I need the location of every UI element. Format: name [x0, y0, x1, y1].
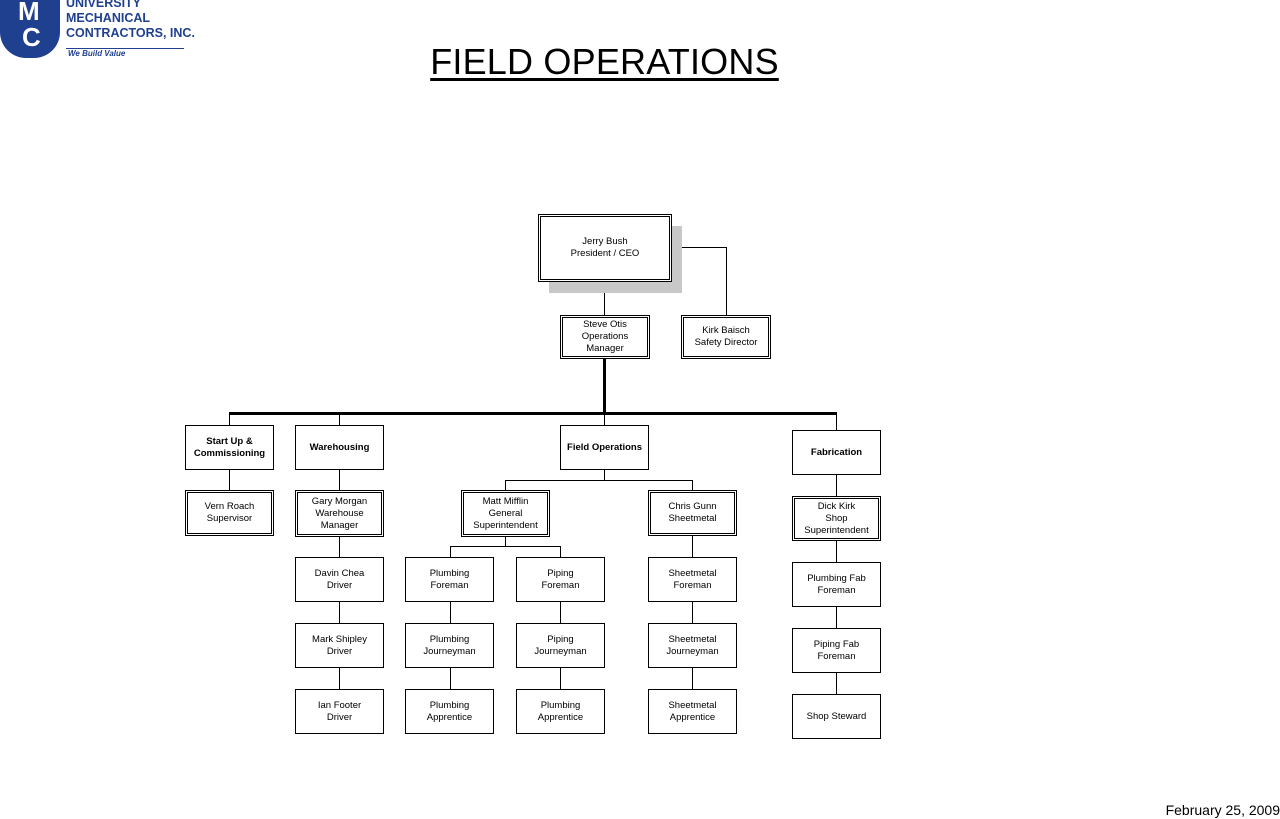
page-title: FIELD OPERATIONS: [430, 41, 779, 82]
connector-line: [505, 536, 506, 547]
connector-line: [726, 247, 727, 316]
connector-line: [836, 412, 837, 430]
warehouse-staff-box: Davin Chea Driver: [295, 557, 384, 602]
fabrication-staff-box: Plumbing Fab Foreman: [792, 562, 881, 607]
sheetmetal-staff-box: Sheetmetal Apprentice: [648, 689, 737, 734]
connector-line: [692, 668, 693, 690]
ceo-box: Jerry Bush President / CEO: [538, 214, 672, 282]
fabrication-staff-box: Shop Steward: [792, 694, 881, 739]
connector-line: [450, 602, 451, 624]
connector-line: [836, 673, 837, 695]
warehouse-staff-box: Mark Shipley Driver: [295, 623, 384, 668]
connector-line: [339, 668, 340, 690]
logo-company-name: UNIVERSITY MECHANICAL CONTRACTORS, INC.: [66, 0, 195, 41]
connector-line: [671, 247, 726, 248]
logo-tagline: We Build Value: [68, 49, 126, 58]
connector-line: [604, 412, 605, 425]
connector-line: [339, 412, 340, 425]
startup-staff-box: Vern Roach Supervisor: [185, 490, 274, 536]
piping-staff-box: Piping Foreman: [516, 557, 605, 602]
logo-divider: [66, 48, 184, 49]
safety-director-box: Kirk Baisch Safety Director: [681, 315, 771, 359]
connector-line: [450, 546, 451, 558]
connector-line: [450, 546, 561, 547]
connector-line: [339, 602, 340, 624]
operations-manager-box: Steve Otis Operations Manager: [560, 315, 650, 359]
connector-line: [836, 474, 837, 497]
shop-superintendent-box: Dick Kirk Shop Superintendent: [792, 496, 881, 541]
department-field-operations-box: Field Operations: [560, 425, 649, 470]
connector-line: [692, 602, 693, 624]
connector-line: [836, 607, 837, 629]
logo-mark-letter-c: C: [22, 22, 41, 52]
department-fabrication-box: Fabrication: [792, 430, 881, 475]
sheetmetal-lead-box: Chris Gunn Sheetmetal: [648, 490, 737, 536]
department-startup-box: Start Up & Commissioning: [185, 425, 274, 470]
piping-staff-box: Plumbing Apprentice: [516, 689, 605, 734]
connector-line: [604, 469, 605, 480]
sheetmetal-staff-box: Sheetmetal Foreman: [648, 557, 737, 602]
logo-company-line-2: MECHANICAL: [66, 11, 151, 25]
plumbing-staff-box: Plumbing Foreman: [405, 557, 494, 602]
general-superintendent-box: Matt Mifflin General Superintendent: [461, 490, 550, 537]
connector-line: [692, 480, 693, 491]
department-warehousing-box: Warehousing: [295, 425, 384, 470]
logo-mark-letter-m: M: [18, 0, 40, 26]
connector-line: [229, 469, 230, 490]
warehouse-manager-box: Gary Morgan Warehouse Manager: [295, 490, 384, 537]
plumbing-staff-box: Plumbing Journeyman: [405, 623, 494, 668]
connector-line: [692, 536, 693, 558]
connector-line: [505, 480, 506, 491]
connector-line: [339, 469, 340, 490]
connector-line: [229, 412, 230, 425]
connector-line: [505, 480, 693, 481]
company-logo: M C UNIVERSITY MECHANICAL CONTRACTORS, I…: [0, 0, 200, 62]
logo-mark: M C: [0, 0, 60, 58]
connector-line: [560, 546, 561, 558]
piping-staff-box: Piping Journeyman: [516, 623, 605, 668]
connector-line: [339, 537, 340, 558]
logo-company-line-1: UNIVERSITY: [66, 0, 142, 10]
logo-company-line-3: CONTRACTORS, INC.: [66, 26, 195, 40]
connector-line: [604, 281, 605, 316]
connector-line: [229, 412, 837, 415]
plumbing-staff-box: Plumbing Apprentice: [405, 689, 494, 734]
sheetmetal-staff-box: Sheetmetal Journeyman: [648, 623, 737, 668]
connector-line: [836, 540, 837, 563]
connector-line: [450, 668, 451, 690]
connector-line: [560, 602, 561, 624]
footer-date: February 25, 2009: [1165, 802, 1280, 818]
warehouse-staff-box: Ian Footer Driver: [295, 689, 384, 734]
connector-line: [560, 668, 561, 690]
fabrication-staff-box: Piping Fab Foreman: [792, 628, 881, 673]
connector-line: [603, 359, 606, 414]
